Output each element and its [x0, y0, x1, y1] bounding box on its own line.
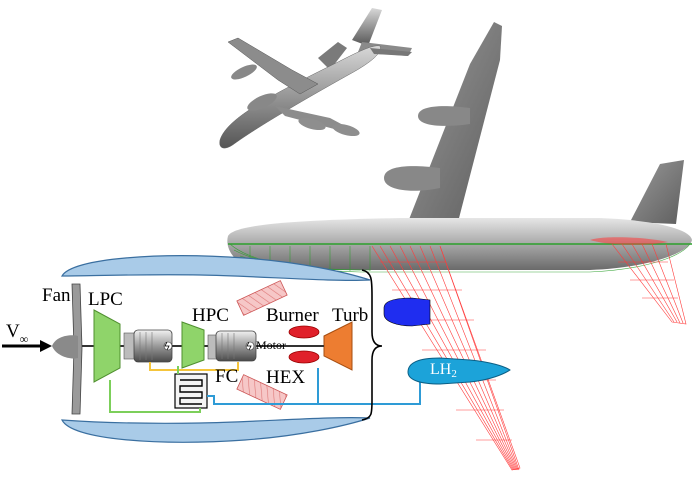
- system-brace: [361, 269, 383, 421]
- tail-mesh: [611, 243, 687, 325]
- burner-lower: [288, 350, 320, 364]
- hpc-label: HPC: [192, 305, 229, 326]
- motor-1-icon: [123, 329, 173, 363]
- power-line-yellow: [149, 362, 239, 371]
- v-sub: ∞: [19, 332, 29, 346]
- fc-label: FC: [215, 366, 239, 387]
- hex-upper: [236, 280, 288, 316]
- burner-label: Burner: [266, 305, 319, 326]
- hex-lower: [236, 374, 288, 410]
- v-base: V: [6, 321, 20, 342]
- fan-label: Fan: [42, 285, 71, 306]
- lh2-base: LH: [430, 361, 452, 378]
- line-green: [109, 380, 201, 413]
- turb-label: Turb: [332, 305, 369, 326]
- engine-schematic: [2, 255, 511, 443]
- freestream-velocity-label: V∞: [6, 322, 28, 345]
- fuel-line-blue: [207, 368, 319, 405]
- nacelle-lower: [60, 416, 371, 443]
- burner-upper: [288, 325, 320, 339]
- fuel-cell-icon: [174, 373, 208, 409]
- lpc-label: LPC: [88, 289, 123, 310]
- spinner: [52, 335, 78, 359]
- lh2-label: LH2: [430, 362, 457, 380]
- small-airplane-render: [219, 8, 412, 149]
- hex-label: HEX: [266, 367, 306, 388]
- lpc-block: [93, 309, 121, 383]
- nacelle-upper: [60, 255, 371, 282]
- motor-2-icon: [207, 330, 257, 362]
- lh2-tank: [407, 357, 511, 385]
- turbine-block: [323, 321, 353, 371]
- hpc-block: [181, 321, 205, 369]
- lh2-sub: 2: [451, 368, 457, 380]
- motor-label: Motor: [256, 338, 286, 352]
- freestream-arrow-icon: [40, 340, 52, 352]
